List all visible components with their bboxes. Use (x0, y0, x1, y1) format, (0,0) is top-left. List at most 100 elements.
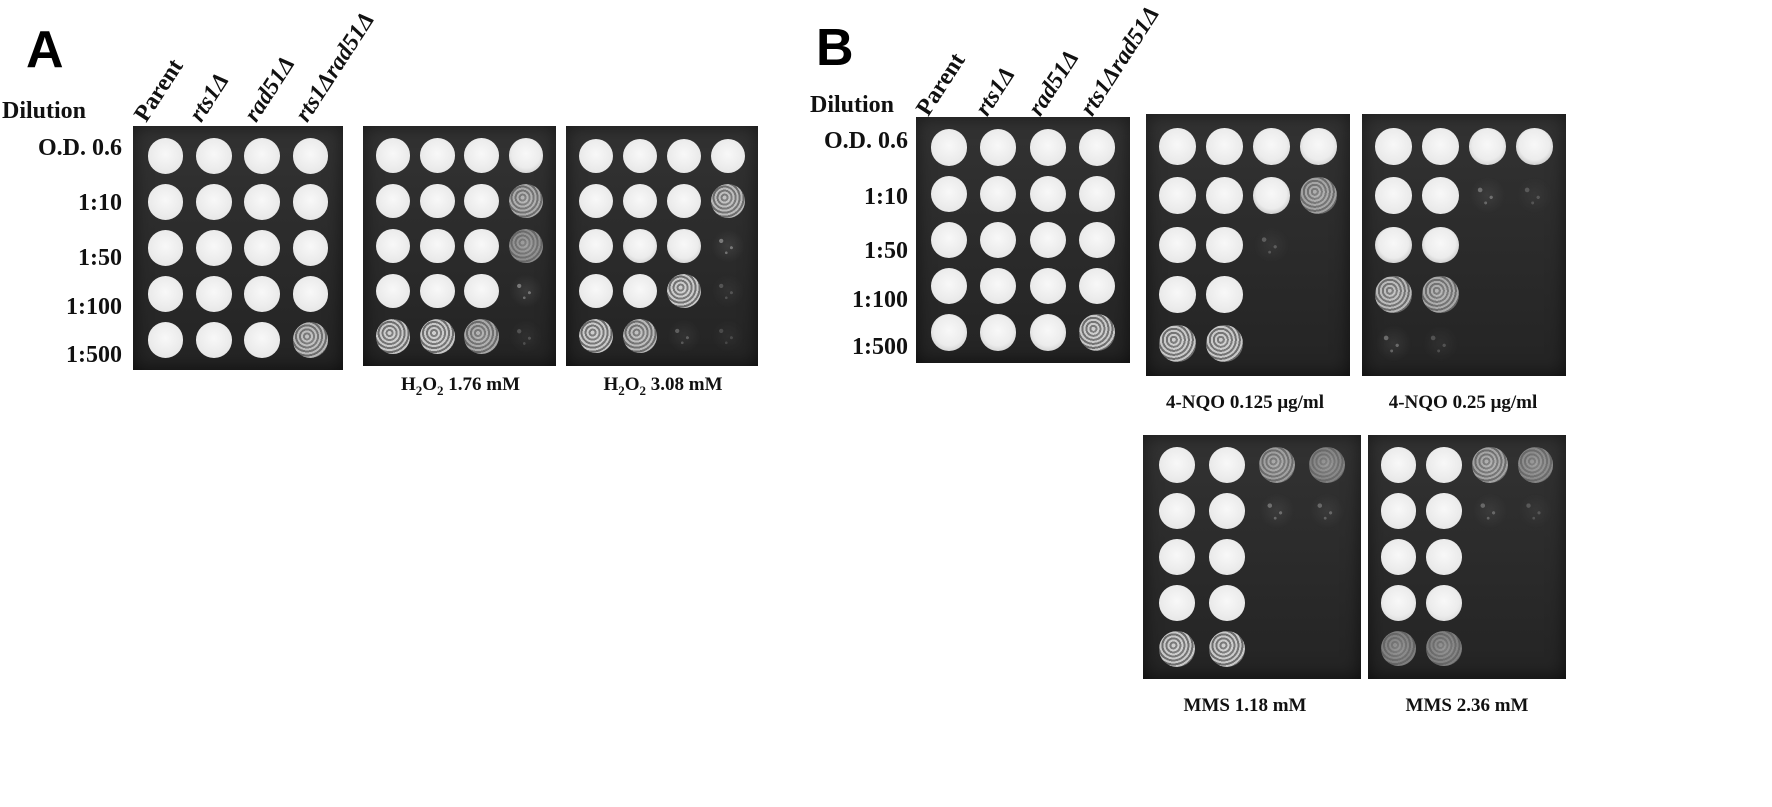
yeast-spot (1253, 128, 1290, 165)
yeast-spot (1253, 226, 1290, 264)
yeast-spot (1159, 275, 1196, 313)
yeast-spot (1375, 177, 1412, 215)
yeast-spot (1206, 226, 1243, 264)
yeast-spot (1472, 539, 1508, 575)
yeast-spot (578, 319, 613, 354)
yeast-spot (1516, 227, 1553, 264)
yeast-spot (375, 273, 411, 309)
yeast-spot (1159, 325, 1196, 362)
yeast-spot (1253, 325, 1290, 362)
strain-label-b-double: rts1Δrad51Δ (1075, 1, 1166, 121)
yeast-spot (1516, 276, 1553, 313)
yeast-spot (1209, 539, 1245, 575)
yeast-spot (1472, 447, 1508, 483)
strain-label-a-rad51: rad51Δ (239, 51, 301, 127)
plate-a-h2o2-1-76 (363, 126, 556, 366)
yeast-spot (622, 319, 658, 354)
condition-label-mms-2-36: MMS 2.36 mM (1405, 695, 1529, 716)
yeast-spot (1469, 276, 1506, 313)
plate-a-control (133, 126, 343, 370)
yeast-spot (147, 184, 184, 220)
yeast-spot (1517, 447, 1554, 483)
plate-b-4nqo-0-125 (1146, 114, 1350, 376)
yeast-spot (419, 183, 455, 219)
yeast-spot (1472, 585, 1508, 621)
yeast-spot (666, 138, 702, 173)
dilution-heading-b: Dilution (810, 92, 895, 118)
yeast-spot (1259, 585, 1295, 621)
condition-label-h2o2-3-08: H2O2 3.08 mM (603, 374, 723, 398)
yeast-spot (1158, 493, 1195, 529)
yeast-spot (1158, 584, 1195, 621)
yeast-spot (375, 318, 411, 354)
yeast-spot (195, 275, 232, 312)
yeast-spot (1159, 226, 1196, 264)
dilution-heading-a: Dilution (2, 98, 87, 124)
yeast-spot (980, 221, 1017, 259)
yeast-spot (147, 275, 184, 312)
yeast-spot (292, 321, 329, 358)
yeast-spot (1209, 630, 1245, 667)
yeast-spot (578, 183, 613, 219)
yeast-spot (1078, 129, 1115, 166)
yeast-spot (1375, 226, 1412, 264)
strain-label-b-rad51: rad51Δ (1023, 45, 1085, 121)
yeast-spot (1426, 447, 1462, 483)
yeast-spot (931, 314, 968, 351)
yeast-spot (1259, 447, 1295, 484)
yeast-spot (1259, 539, 1295, 575)
yeast-spot (1029, 221, 1066, 259)
dilution-label-b-2: 1:50 (864, 238, 908, 264)
yeast-spot (622, 273, 658, 309)
yeast-spot (1300, 276, 1337, 313)
yeast-spot (1422, 275, 1459, 313)
yeast-spot (1029, 129, 1066, 166)
yeast-spot (666, 183, 702, 219)
yeast-spot (578, 228, 613, 264)
yeast-spot (375, 183, 411, 219)
yeast-spot (1300, 177, 1337, 215)
yeast-spot (1078, 175, 1115, 212)
yeast-spot (375, 228, 411, 264)
plate-b-mms-1-18 (1143, 435, 1361, 679)
dilution-label-b-1: 1:10 (864, 184, 908, 210)
plate-b-control (916, 117, 1130, 363)
yeast-spot (1259, 631, 1295, 667)
panel-label-a: A (26, 21, 64, 79)
yeast-spot (375, 138, 411, 174)
yeast-spot (244, 184, 281, 220)
yeast-spot (1426, 493, 1462, 529)
strain-label-a-rts1: rts1Δ (184, 68, 235, 127)
dilution-label-a-4: 1:500 (66, 342, 122, 368)
yeast-spot (622, 183, 658, 219)
dilution-label-b-4: 1:500 (852, 334, 908, 360)
yeast-spot (1516, 128, 1553, 165)
yeast-spot (1380, 630, 1417, 667)
yeast-spot (1158, 447, 1195, 484)
yeast-spot (1380, 493, 1417, 529)
yeast-spot (1422, 226, 1459, 264)
yeast-spot (195, 138, 232, 175)
yeast-spot (931, 221, 968, 259)
yeast-spot (195, 321, 232, 358)
yeast-spot (195, 230, 232, 266)
condition-label-h2o2-1-76: H2O2 1.76 mM (400, 374, 521, 398)
yeast-spot (711, 273, 746, 309)
yeast-spot (1422, 128, 1459, 165)
yeast-spot (980, 129, 1017, 166)
yeast-spot (622, 138, 658, 173)
yeast-spot (1159, 177, 1196, 215)
dilution-label-a-1: 1:10 (78, 190, 122, 216)
plate-b-mms-2-36 (1368, 435, 1566, 679)
yeast-spot (147, 138, 184, 175)
yeast-spot (292, 275, 329, 312)
yeast-spot (1078, 314, 1115, 351)
yeast-spot (1422, 325, 1459, 362)
yeast-spot (464, 183, 499, 219)
plate-a-h2o2-3-08 (566, 126, 758, 366)
yeast-spot (1206, 325, 1243, 362)
strain-label-b-rts1: rts1Δ (970, 62, 1021, 121)
yeast-spot (1158, 630, 1195, 667)
yeast-spot (1209, 447, 1245, 484)
yeast-spot (1309, 447, 1346, 484)
